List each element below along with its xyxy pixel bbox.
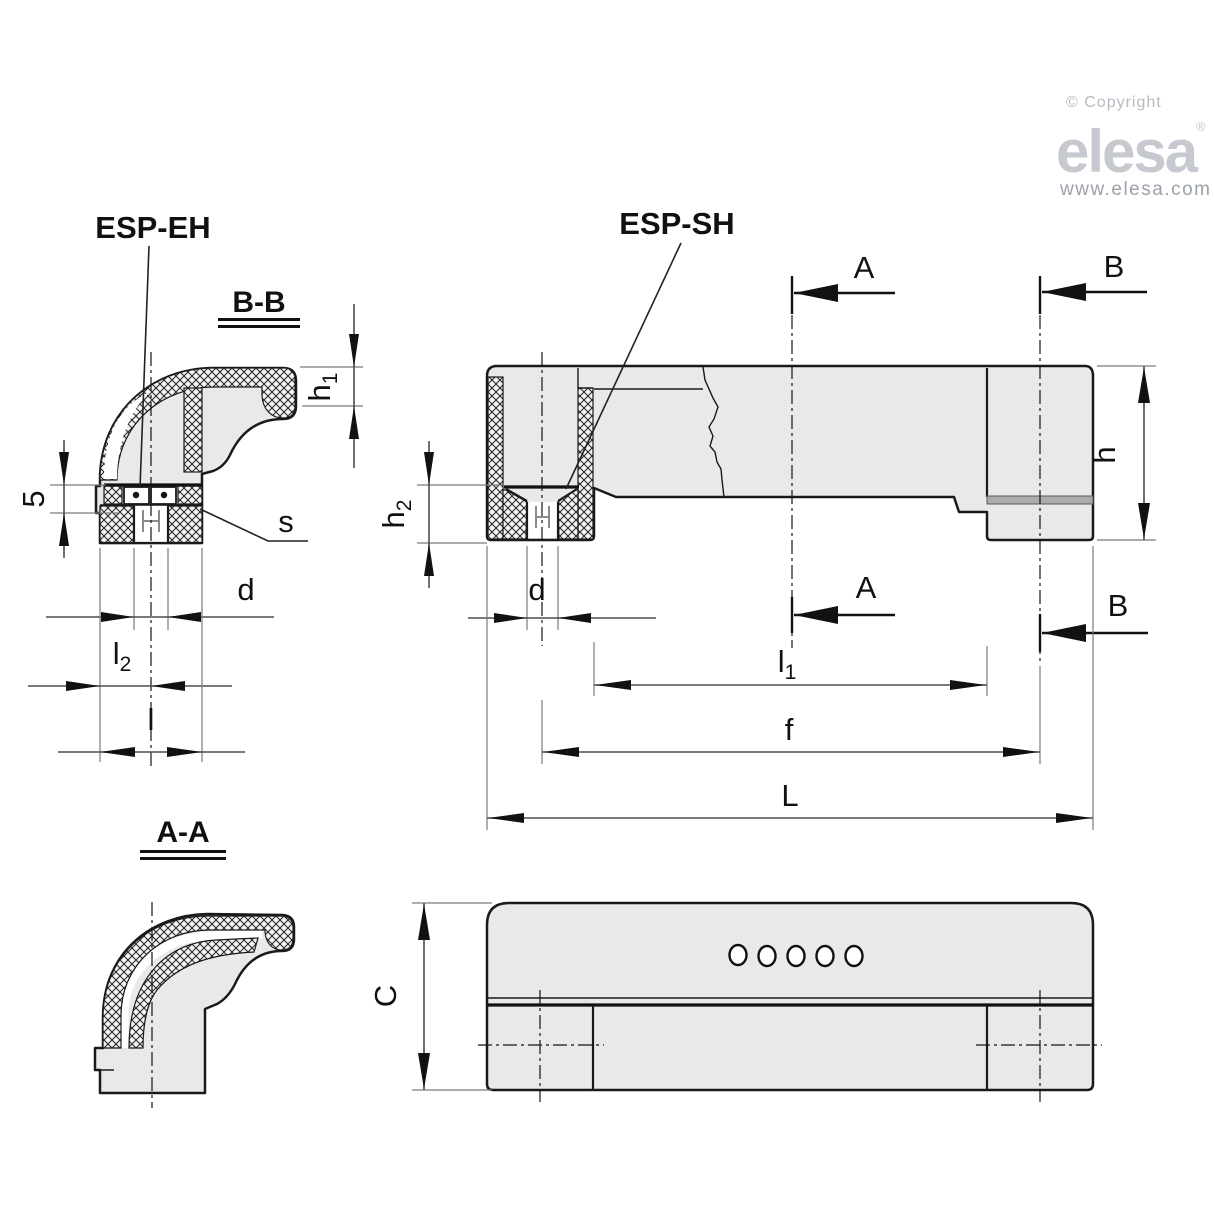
callout-esp-sh-label: ESP-SH bbox=[619, 206, 734, 241]
side-right-wall-hatch bbox=[577, 387, 594, 540]
bb-title-underline-1 bbox=[218, 318, 300, 321]
L-label: L bbox=[781, 778, 798, 813]
aa-outer-shell-hatch bbox=[102, 915, 294, 1049]
front-handle-outline bbox=[485, 901, 1095, 1092]
side-d-arrow-right bbox=[558, 613, 591, 623]
l-arrow-left bbox=[100, 747, 135, 757]
side-seat-chamfer-right bbox=[557, 488, 578, 502]
f-arrow-left bbox=[543, 747, 579, 757]
C-label: C bbox=[368, 985, 403, 1007]
front-vent-holes bbox=[728, 943, 864, 968]
side-break-line bbox=[702, 366, 725, 498]
copyright-text: © Copyright bbox=[1066, 94, 1162, 111]
cut-b-top-arrowhead bbox=[1042, 283, 1086, 301]
C-arrow-bottom bbox=[418, 1053, 430, 1089]
h-arrow-top bbox=[1138, 367, 1150, 403]
side-thread-marks bbox=[535, 506, 550, 528]
h-label: h bbox=[1087, 446, 1122, 463]
side-d-arrow-left bbox=[494, 613, 527, 623]
callout-esp-eh-label: ESP-EH bbox=[95, 210, 210, 245]
bb-stem-wall-hatch bbox=[183, 387, 203, 473]
bb-foot-hatch-right bbox=[167, 505, 203, 544]
bb-foot-hatch-left-upper bbox=[103, 485, 123, 505]
C-arrow-top bbox=[418, 904, 430, 940]
side-d-label: d bbox=[528, 572, 545, 607]
f-label: f bbox=[785, 712, 794, 747]
aa-title-underline-2 bbox=[140, 857, 226, 860]
vent-hole-4 bbox=[815, 944, 835, 968]
five-label: 5 bbox=[16, 490, 51, 507]
side-left-wall-hatch bbox=[487, 376, 504, 540]
cut-b-bottom-label: B bbox=[1108, 588, 1129, 623]
h1-label: h1 bbox=[302, 373, 342, 402]
five-arrow-bottom bbox=[59, 513, 69, 546]
section-aa-title: A-A bbox=[156, 816, 209, 849]
five-arrow-top bbox=[59, 452, 69, 485]
section-bb-title: B-B bbox=[232, 286, 285, 319]
l2-label: l2 bbox=[113, 636, 132, 676]
side-handle-outline bbox=[485, 364, 1095, 542]
esp-eh-leader-line bbox=[139, 245, 150, 489]
aa-shell-gap bbox=[119, 929, 263, 1048]
aa-title-underline-1 bbox=[140, 850, 226, 853]
bb-insert-dot-right bbox=[160, 491, 168, 499]
l1-label: l1 bbox=[778, 644, 797, 684]
cut-b-top-label: B bbox=[1104, 249, 1125, 284]
s-label: s bbox=[278, 504, 294, 539]
h1-arrow-top bbox=[349, 334, 359, 367]
elesa-logo-text: elesa bbox=[1056, 118, 1199, 185]
cut-b-bottom-arrowhead bbox=[1042, 624, 1086, 642]
view-section-bb: ESP-EH B-B h1 5 s d l2 bbox=[16, 210, 363, 768]
vent-hole-5 bbox=[844, 944, 864, 968]
L-arrow-left bbox=[488, 813, 524, 823]
view-section-aa: A-A bbox=[93, 816, 296, 1108]
vent-hole-2 bbox=[757, 944, 777, 968]
f-arrow-right bbox=[1003, 747, 1039, 757]
cut-a-top-arrowhead bbox=[794, 284, 838, 302]
website-text: www.elesa.com bbox=[1059, 179, 1212, 200]
bb-title-underline-2 bbox=[218, 325, 300, 328]
h2-arrow-bottom bbox=[424, 543, 434, 576]
l2-arrow-right bbox=[151, 681, 185, 691]
cut-a-bottom-arrowhead bbox=[794, 606, 838, 624]
l2-arrow-left bbox=[66, 681, 100, 691]
h2-label: h2 bbox=[376, 500, 416, 529]
vent-hole-1 bbox=[728, 943, 748, 967]
bb-foot-hatch-left bbox=[99, 505, 135, 544]
s-leader-line bbox=[199, 508, 308, 542]
bb-foot-hatch-right-upper bbox=[177, 485, 203, 505]
view-front: C bbox=[368, 901, 1102, 1102]
bb-outer-shell-hatch bbox=[99, 367, 296, 481]
l-arrow-right bbox=[167, 747, 202, 757]
side-seat-chamfer-left bbox=[505, 488, 528, 502]
h-arrow-bottom bbox=[1138, 503, 1150, 539]
bb-d-label: d bbox=[237, 572, 254, 607]
aa-inner-shell-hatch bbox=[128, 937, 259, 1049]
l1-arrow-left bbox=[595, 680, 631, 690]
bb-d-arrow-left bbox=[101, 612, 134, 622]
bb-insert-dot-left bbox=[132, 491, 140, 499]
registered-mark: ® bbox=[1196, 119, 1206, 134]
brand-logo: © Copyright elesa ® www.elesa.com bbox=[1056, 94, 1212, 200]
bb-d-arrow-right bbox=[168, 612, 201, 622]
l1-arrow-right bbox=[950, 680, 986, 690]
vent-hole-3 bbox=[786, 944, 806, 968]
bb-shell-gap bbox=[104, 392, 150, 479]
cut-a-bottom-label: A bbox=[856, 570, 877, 605]
l-label: l bbox=[148, 702, 155, 737]
h1-arrow-bottom bbox=[349, 406, 359, 439]
esp-sh-leader-line bbox=[565, 242, 682, 490]
cut-a-top-label: A bbox=[854, 250, 875, 285]
L-arrow-right bbox=[1056, 813, 1092, 823]
h2-arrow-top bbox=[424, 452, 434, 485]
view-side: ESP-SH A B A B h h2 bbox=[376, 206, 1156, 830]
